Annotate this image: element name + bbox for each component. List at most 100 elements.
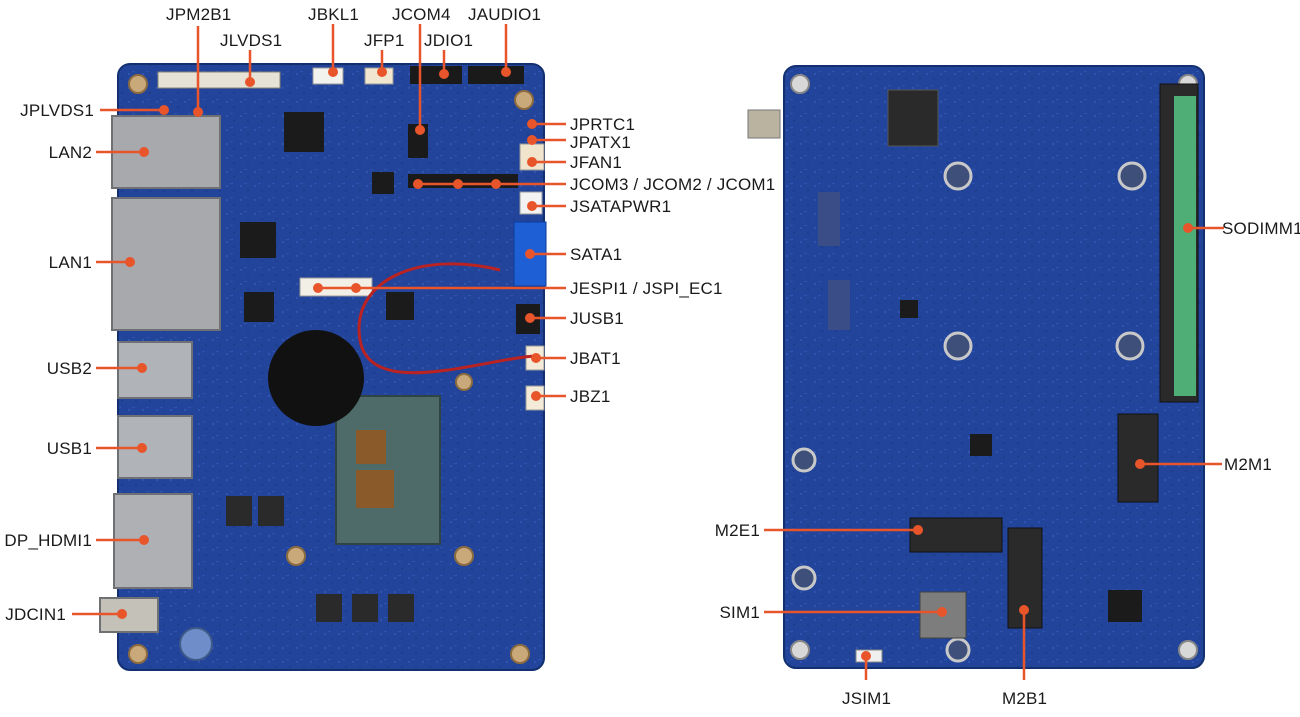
label-jplvds1: JPLVDS1 — [20, 101, 94, 120]
audio-header — [468, 66, 524, 84]
callout-lines — [72, 24, 1224, 680]
leader-dot — [193, 107, 203, 117]
mount-hole — [791, 565, 817, 591]
antenna-jack — [747, 109, 781, 139]
callout-labels: JPM2B1 JLVDS1 JBKL1 JFP1 JCOM4 JDIO1 JAU… — [4, 5, 1300, 708]
label-lan1: LAN1 — [49, 253, 92, 272]
label-jbat1: JBAT1 — [570, 349, 621, 368]
leader-dot — [531, 353, 541, 363]
battery-cable — [357, 262, 535, 375]
label-jcom3-2-1: JCOM3 / JCOM2 / JCOM1 — [570, 175, 775, 194]
label-sodimm1: SODIMM1 — [1222, 219, 1300, 238]
label-jfp1: JFP1 — [364, 31, 404, 50]
back-pcb — [783, 65, 1205, 669]
mount-hole — [1115, 331, 1145, 361]
chip — [388, 594, 414, 622]
chip — [284, 112, 324, 152]
leader-dot — [439, 69, 449, 79]
cpu-die — [356, 470, 394, 508]
mount-hole — [943, 331, 973, 361]
m2b-slot — [1007, 527, 1043, 629]
chip — [240, 222, 276, 258]
chip — [258, 496, 284, 526]
label-jsim1: JSIM1 — [842, 689, 891, 708]
label-sata1: SATA1 — [570, 245, 622, 264]
label-m2m1: M2M1 — [1224, 455, 1272, 474]
pin-header — [408, 174, 518, 188]
label-jusb1: JUSB1 — [570, 309, 624, 328]
mount-hole — [128, 644, 148, 664]
mount-hole — [791, 447, 817, 473]
leader-dot — [527, 135, 537, 145]
lvds-connector — [157, 71, 281, 89]
leader-dot — [1019, 605, 1029, 615]
leader-dot — [531, 391, 541, 401]
label-jpatx1: JPATX1 — [570, 133, 631, 152]
leader-dot — [245, 77, 255, 87]
leader-dot — [527, 201, 537, 211]
label-jlvds1: JLVDS1 — [220, 31, 282, 50]
chip — [372, 172, 394, 194]
label-jbz1: JBZ1 — [570, 387, 610, 406]
chip — [244, 292, 274, 322]
leader-dot — [525, 249, 535, 259]
leader-dot — [139, 535, 149, 545]
label-jdcin1: JDCIN1 — [5, 605, 66, 624]
label-m2b1: M2B1 — [1002, 689, 1047, 708]
chip — [386, 292, 414, 320]
label-jprtc1: JPRTC1 — [570, 115, 635, 134]
rtc-battery — [268, 330, 364, 426]
label-usb2: USB2 — [47, 359, 92, 378]
mount-hole — [945, 637, 971, 663]
leader-dot — [913, 525, 923, 535]
mount-hole — [514, 90, 534, 110]
leader-dot — [328, 67, 338, 77]
label-jfan1: JFAN1 — [570, 153, 622, 172]
leader-dot — [351, 283, 361, 293]
mount-hole — [454, 546, 474, 566]
mount-hole — [455, 373, 473, 391]
mount-hole — [1178, 640, 1198, 660]
leader-dot — [137, 443, 147, 453]
sodimm-label-strip — [1174, 96, 1196, 396]
leader-dot — [491, 179, 501, 189]
leader-dot — [377, 67, 387, 77]
mount-hole — [128, 74, 148, 94]
lan1-port — [111, 197, 221, 331]
back-board — [747, 65, 1205, 669]
cpu-die — [356, 430, 386, 464]
leader-dot — [1183, 223, 1193, 233]
mount-hole — [943, 161, 973, 191]
usb2-port — [117, 341, 193, 399]
leader-dot — [453, 179, 463, 189]
chip — [970, 434, 992, 456]
leader-dot — [137, 363, 147, 373]
leader-dot — [415, 125, 425, 135]
m2e-slot — [909, 517, 1003, 553]
chip — [1108, 590, 1142, 622]
chip — [316, 594, 342, 622]
com4-header — [410, 66, 462, 84]
chip — [226, 496, 252, 526]
leader-dot — [501, 67, 511, 77]
label-jaudio1: JAUDIO1 — [468, 5, 541, 24]
leader-dot — [861, 651, 871, 661]
leader-dot — [527, 119, 537, 129]
leader-dot — [125, 257, 135, 267]
mount-hole — [510, 644, 530, 664]
inductor — [887, 89, 939, 147]
chip — [818, 192, 840, 246]
leader-dot — [413, 179, 423, 189]
label-sim1: SIM1 — [720, 603, 760, 622]
leader-dot — [117, 609, 127, 619]
backlight-connector — [312, 67, 344, 85]
mount-hole — [790, 74, 810, 94]
mount-hole — [286, 546, 306, 566]
mount-hole — [790, 640, 810, 660]
label-m2e1: M2E1 — [715, 521, 760, 540]
leader-dot — [525, 313, 535, 323]
leader-dot — [313, 283, 323, 293]
chip — [900, 300, 918, 318]
label-jpm2b1: JPM2B1 — [166, 5, 231, 24]
